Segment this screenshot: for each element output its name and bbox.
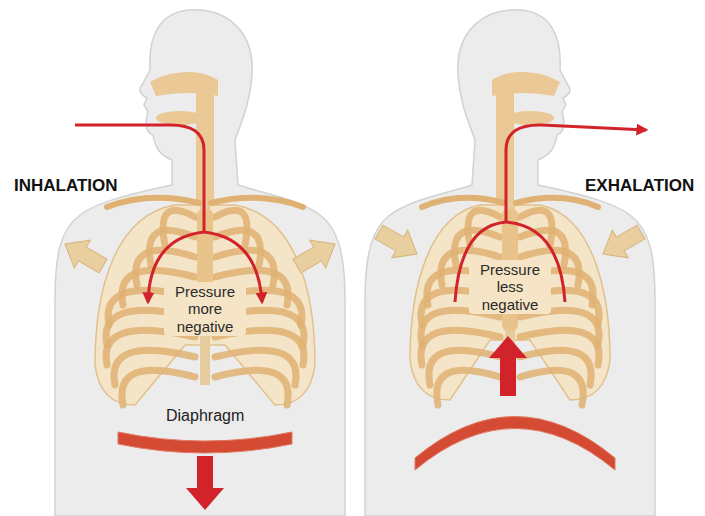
clavicle: [516, 198, 598, 207]
body-silhouette: [55, 10, 345, 516]
pressure-label: Pressure more negative: [164, 282, 246, 336]
panel-heading: EXHALATION: [585, 176, 694, 196]
rib: [122, 370, 195, 405]
clavicle: [107, 198, 199, 207]
rib: [215, 370, 288, 405]
pressure-label: Pressure less negative: [469, 260, 551, 314]
clavicle: [211, 198, 303, 207]
rib-cage-outline: [410, 205, 610, 400]
rib-cage: [410, 198, 610, 405]
chest-arrow: [57, 230, 111, 280]
clavicle: [422, 198, 504, 207]
part-label: Diaphragm: [163, 407, 247, 425]
chest-arrow: [371, 218, 425, 268]
diaphragm-muscle: [415, 417, 615, 471]
airflow-arrow: [506, 125, 646, 222]
chest-arrow: [595, 218, 649, 268]
chest-arrow: [289, 230, 343, 280]
body-silhouette: [365, 10, 655, 516]
panel-heading: INHALATION: [14, 176, 118, 196]
movement-arrow: [186, 456, 224, 510]
rib: [520, 370, 583, 405]
rib: [437, 370, 500, 405]
movement-arrow: [489, 336, 527, 396]
diaphragm-muscle: [118, 432, 292, 453]
